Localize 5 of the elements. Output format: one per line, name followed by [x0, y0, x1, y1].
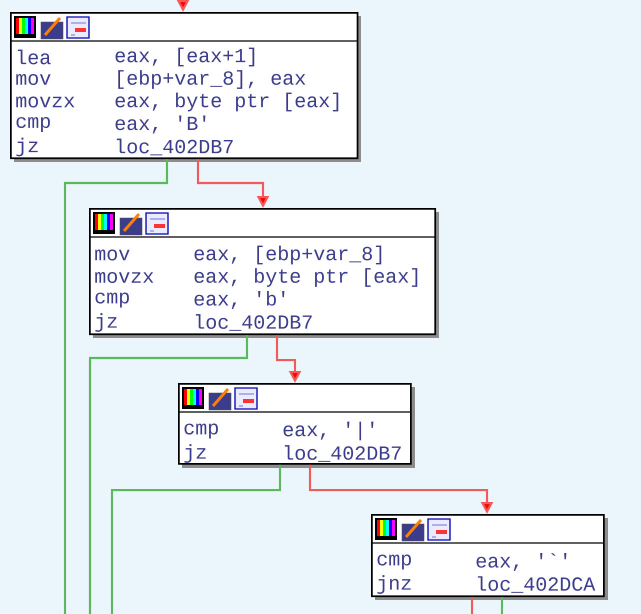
connector-line — [500, 597, 504, 614]
connector-line — [88, 335, 248, 614]
connector-line — [470, 597, 474, 614]
connector-line — [64, 159, 168, 614]
connector-line — [110, 464, 282, 614]
